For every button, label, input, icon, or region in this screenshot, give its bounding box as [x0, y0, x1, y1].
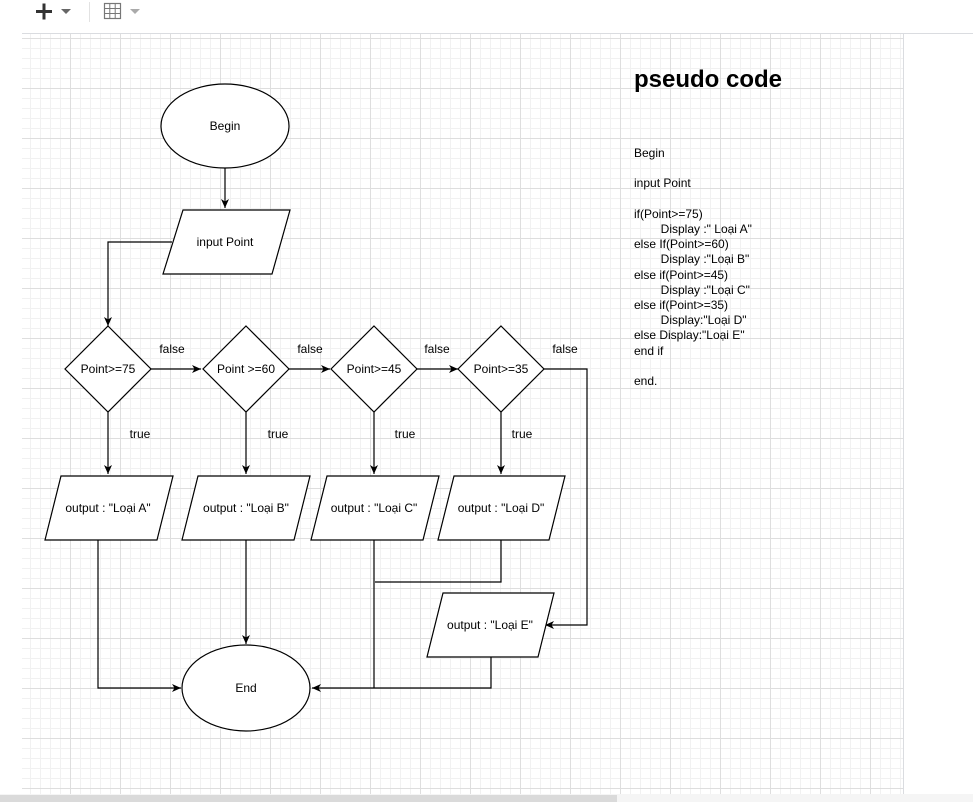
shapes [44, 83, 566, 732]
end-label: End [235, 681, 256, 695]
decision-2-label: Point >=60 [217, 362, 275, 376]
pseudo-code-line [634, 161, 752, 176]
false-label-1: false [159, 342, 185, 356]
table-grid-icon [103, 2, 140, 20]
true-label-3: true [395, 427, 416, 441]
output-d-label: output : "Loại D" [458, 501, 545, 515]
false-label-2: false [297, 342, 323, 356]
connector-outputA-end [97, 540, 181, 692]
pseudo-code-line: else Display:"Loại E" [634, 328, 745, 343]
true-label-2: true [268, 427, 289, 441]
connectors [97, 168, 588, 692]
horizontal-scrollbar-thumb[interactable] [0, 795, 617, 802]
false-label-4: false [552, 342, 578, 356]
pseudo-code-line: else if(Point>=45) [634, 267, 729, 282]
plus-icon [36, 3, 71, 20]
pseudo-code-line: else If(Point>=60) [634, 237, 729, 252]
pseudo-code-line: end. [634, 374, 658, 389]
true-label-1: true [130, 427, 151, 441]
false-label-3: false [424, 342, 450, 356]
output-d[interactable] [437, 475, 566, 541]
decision-3[interactable] [330, 325, 418, 413]
decision-3-label: Point>=45 [347, 362, 402, 376]
output-a-label: output : "Loại A" [65, 501, 150, 515]
input-label: input Point [197, 235, 254, 249]
pseudo-code-line: Display:"Loại D" [634, 313, 747, 328]
pseudo-code-title: pseudo code [634, 66, 783, 93]
decision-4-label: Point>=35 [474, 362, 529, 376]
output-a[interactable] [44, 475, 174, 541]
pseudo-code-line: Display :" Loại A" [634, 222, 752, 237]
left-margin [0, 33, 22, 802]
connector-input-decision1 [104, 241, 172, 326]
caret-down-icon [61, 9, 71, 14]
end-terminal[interactable] [181, 644, 311, 732]
pseudo-code-line [634, 359, 752, 374]
pseudo-code-line: Display :"Loại C" [634, 282, 750, 297]
caret-down-icon [130, 9, 140, 14]
pseudo-code-line: end if [634, 343, 664, 358]
toolbar-separator [89, 2, 90, 22]
connector-outputE-end [312, 657, 492, 692]
decision-1-label: Point>=75 [81, 362, 136, 376]
decision-2[interactable] [202, 325, 290, 413]
decision-4[interactable] [457, 325, 545, 413]
pseudo-code-line: if(Point>=75) [634, 206, 703, 221]
output-e[interactable] [426, 592, 555, 658]
pseudo-code-line: Display :"Loại B" [634, 252, 750, 267]
pseudo-code-line: input Point [634, 176, 691, 191]
table-button[interactable] [103, 0, 143, 24]
true-label-4: true [512, 427, 533, 441]
labels: Begin input Point Point>=75 Point >=60 P… [65, 119, 578, 695]
connector-d4-outputE [544, 368, 588, 629]
begin-terminal[interactable] [160, 83, 290, 169]
pseudo-code-line: else if(Point>=35) [634, 298, 729, 313]
diagram-canvas[interactable] [22, 34, 903, 794]
decision-1[interactable] [64, 325, 152, 413]
toolbar [0, 0, 973, 34]
insert-button[interactable] [34, 0, 74, 24]
output-c[interactable] [310, 475, 440, 541]
output-b-label: output : "Loại B" [203, 501, 289, 515]
right-panel [903, 34, 973, 794]
connector-outputD-merge [375, 540, 502, 583]
pseudo-code-line [634, 192, 752, 207]
begin-label: Begin [210, 119, 241, 133]
pseudo-code-body: Begin input Point if(Point>=75) Display … [634, 146, 752, 389]
input-parallelogram[interactable] [162, 209, 291, 275]
output-b[interactable] [181, 475, 311, 541]
output-c-label: output : "Loại C" [331, 501, 418, 515]
output-e-label: output : "Loại E" [447, 618, 533, 632]
pseudo-code-line: Begin [634, 146, 665, 160]
